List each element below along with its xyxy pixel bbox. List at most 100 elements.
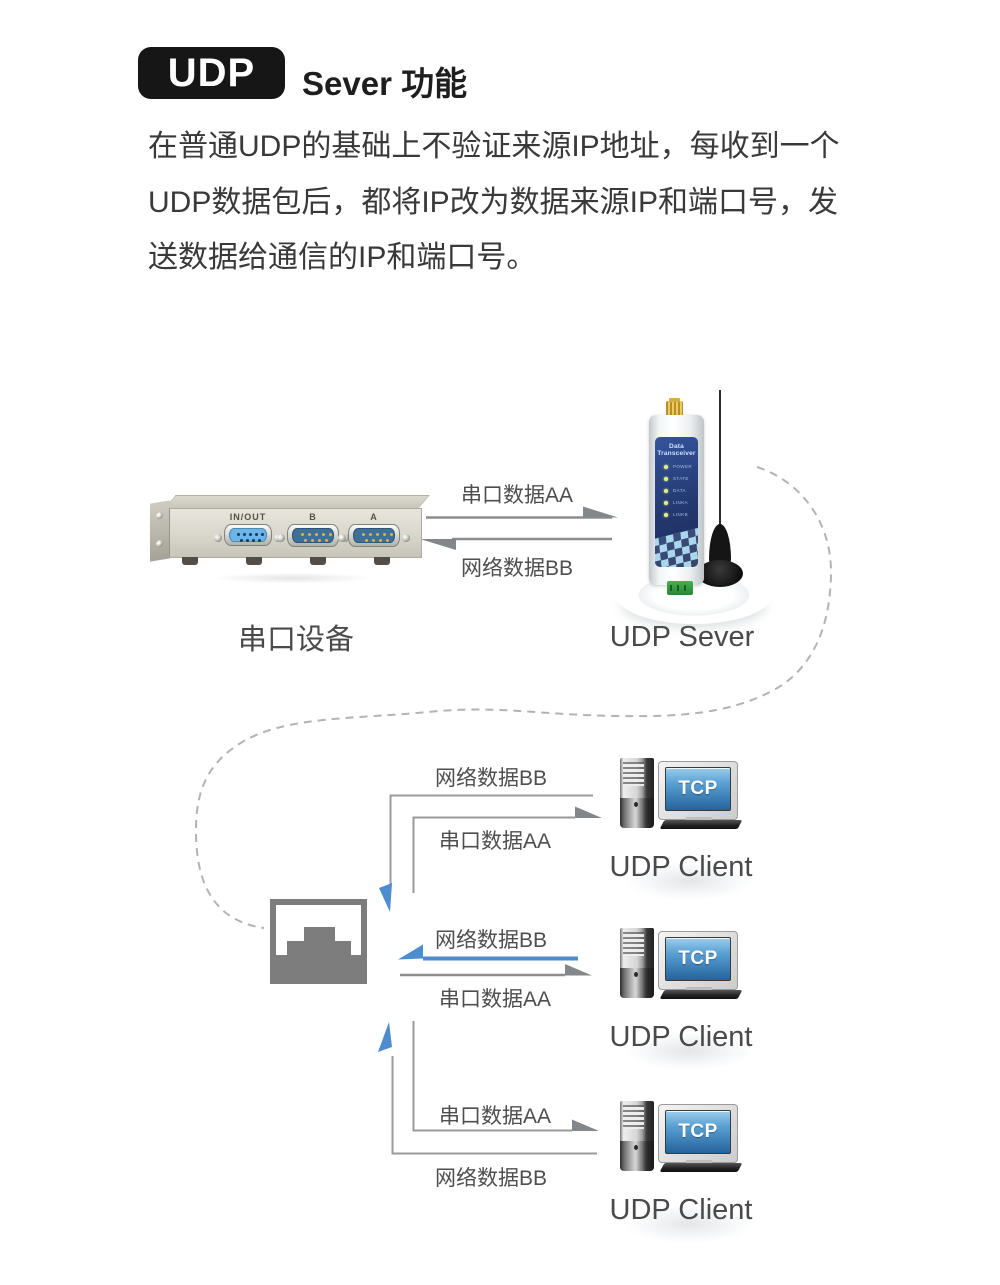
screen-protocol-text: TCP <box>678 948 718 969</box>
description-line-1: 在普通UDP的基础上不验证来源IP地址，每收到一个 <box>148 130 840 163</box>
server-front-panel: Data Transceiver POWER STATE DATA LINKA … <box>655 437 698 567</box>
page-title: Sever 功能 <box>302 65 468 102</box>
server-panel-title: Data Transceiver <box>657 443 696 457</box>
monitor-icon: TCP <box>658 761 738 820</box>
udp-client-3-label: UDP Client <box>609 1194 753 1226</box>
udp-client-3-computer-icon: TCP <box>618 1098 743 1176</box>
db9-female-face <box>229 528 267 542</box>
udp-badge: UDP <box>138 47 285 99</box>
antenna-rod-icon <box>719 390 721 530</box>
client2-network-arrowhead-left <box>398 944 423 960</box>
client1-network-arrow-label: 网络数据BB <box>434 767 548 790</box>
computer-tower-icon <box>620 1101 654 1171</box>
screen-protocol-text: TCP <box>678 778 718 799</box>
led-label-data: DATA <box>673 488 686 493</box>
device-foot <box>246 557 262 565</box>
db9-male-connector-icon <box>338 524 410 547</box>
udp-client-2-label: UDP Client <box>609 1021 753 1053</box>
client2-serial-arrow-label: 串口数据AA <box>438 988 552 1011</box>
network-port-icon-step <box>304 927 335 942</box>
tower-vents <box>623 932 644 956</box>
hex-nut-icon <box>338 534 346 542</box>
monitor-stand <box>686 987 712 991</box>
serial-device-side-face <box>150 500 170 562</box>
led-row: DATA <box>664 488 698 493</box>
db9-pins <box>362 533 365 536</box>
device-foot <box>374 557 390 565</box>
db9-holes <box>237 533 240 536</box>
db9-female-connector-icon <box>214 524 282 546</box>
udp-client-2-computer-icon: TCP <box>618 925 743 1003</box>
description-line-3: 送数据给通信的IP和端口号。 <box>148 241 537 274</box>
udp-client-1-computer-icon: TCP <box>618 755 743 833</box>
led-icon <box>664 512 668 517</box>
serial-device-label: 串口设备 <box>237 624 355 656</box>
led-label-state: STATE <box>673 476 689 481</box>
led-icon <box>664 476 668 481</box>
terminal-block-icon <box>667 581 693 595</box>
client1-serial-arrowhead-right <box>575 806 602 818</box>
client-shadow <box>597 1023 782 1079</box>
screw-icon <box>156 511 163 520</box>
client3-network-arrowhead-up <box>378 1022 392 1052</box>
db9-male-connector-icon <box>277 524 349 547</box>
tower-button <box>634 972 638 977</box>
db9-male-face <box>353 528 395 543</box>
led-row: STATE <box>664 476 698 481</box>
db9-male-face <box>292 528 334 543</box>
keyboard-icon <box>659 820 743 829</box>
screw-icon <box>156 539 163 548</box>
serial-device-top-face <box>164 495 430 509</box>
led-row: POWER <box>664 464 698 469</box>
udp-client-1-label: UDP Client <box>609 851 753 883</box>
udp-server-device: Data Transceiver POWER STATE DATA LINKA … <box>610 380 785 648</box>
device-foot <box>310 557 326 565</box>
tower-button <box>634 802 638 807</box>
led-label-power: POWER <box>673 464 693 469</box>
monitor-icon: TCP <box>658 931 738 990</box>
client-shadow <box>597 1196 782 1252</box>
tower-vents <box>623 762 644 786</box>
top-network-arrow-label: 网络数据BB <box>460 557 574 580</box>
client3-serial-arrowhead-right <box>572 1119 599 1131</box>
serial-device-front-panel: IN/OUT B A <box>169 508 422 558</box>
serial-port-a-label: A <box>370 512 378 522</box>
led-icon <box>664 464 668 469</box>
client1-network-arrowhead-down <box>379 883 392 912</box>
network-port-icon-step <box>287 941 351 956</box>
description-paragraph: 在普通UDP的基础上不验证来源IP地址，每收到一个 UDP数据包后，都将IP改为… <box>148 119 878 286</box>
computer-tower-icon <box>620 928 654 998</box>
network-port-icon-base <box>270 955 367 984</box>
serial-device: IN/OUT B A <box>148 490 430 585</box>
tower-button <box>634 1145 638 1150</box>
led-label-linka: LINKA <box>673 500 689 505</box>
client2-serial-arrowhead-right <box>565 964 592 976</box>
client2-network-arrow-label: 网络数据BB <box>434 929 548 952</box>
udp-badge-text: UDP <box>167 50 256 95</box>
client3-network-arrow-label: 网络数据BB <box>434 1167 548 1190</box>
monitor-screen: TCP <box>665 937 731 981</box>
sma-connector-icon <box>666 398 683 416</box>
monitor-screen: TCP <box>665 1110 731 1154</box>
monitor-screen: TCP <box>665 767 731 811</box>
computer-tower-icon <box>620 758 654 828</box>
hex-nut-icon <box>402 534 410 542</box>
client3-serial-arrow-label: 串口数据AA <box>438 1105 552 1128</box>
panel-checker-pattern <box>655 524 698 567</box>
hex-nut-icon <box>214 534 222 542</box>
tower-vents <box>623 1105 644 1129</box>
keyboard-icon <box>659 1163 743 1172</box>
serial-port-a: A <box>336 512 412 547</box>
led-icon <box>664 488 668 493</box>
keyboard-icon <box>659 990 743 999</box>
led-label-linkb: LINKB <box>673 512 689 517</box>
monitor-stand <box>686 1160 712 1164</box>
monitor-icon: TCP <box>658 1104 738 1163</box>
db9-pins <box>301 533 304 536</box>
led-row: LINKB <box>664 512 698 517</box>
top-serial-arrow-label: 串口数据AA <box>460 484 574 507</box>
device-foot <box>182 557 198 565</box>
screen-protocol-text: TCP <box>678 1121 718 1142</box>
client1-serial-arrow-label: 串口数据AA <box>438 830 552 853</box>
